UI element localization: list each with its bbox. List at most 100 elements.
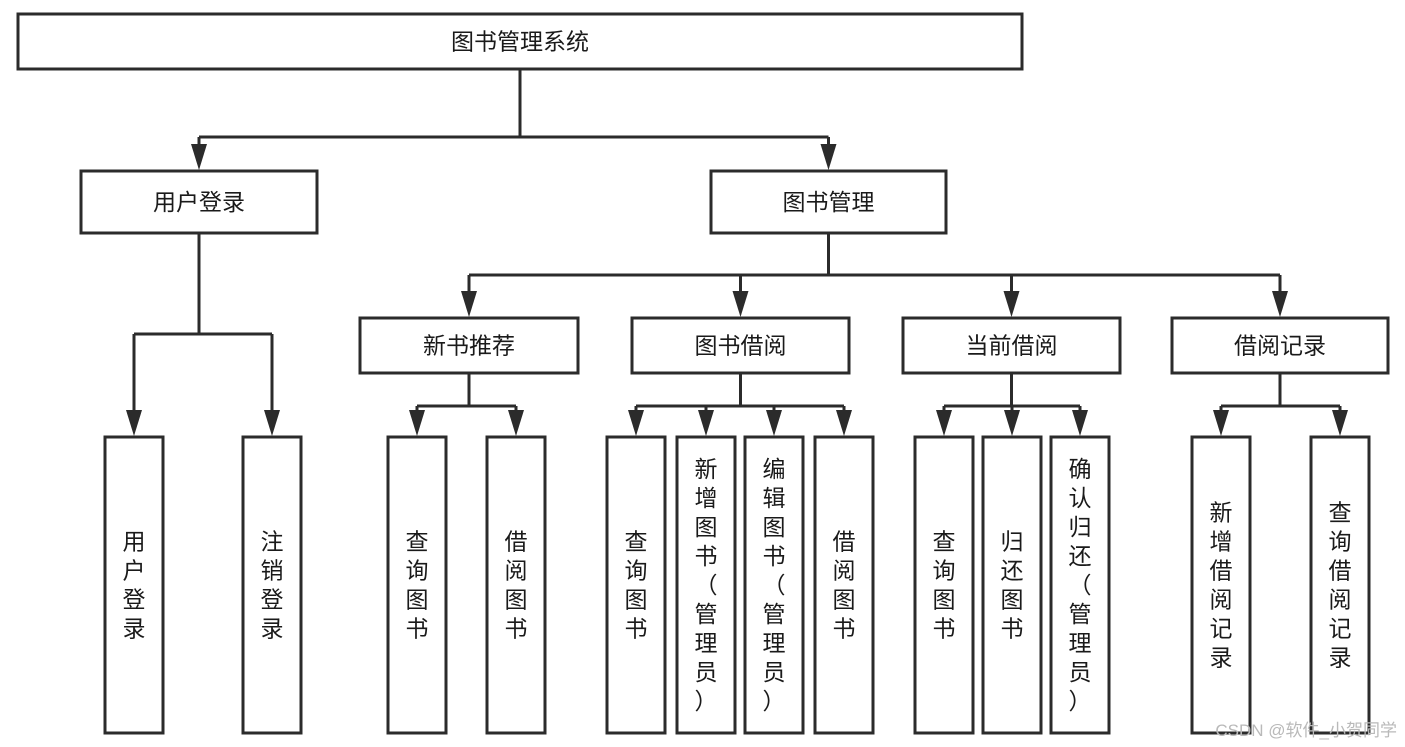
node-label-char: 新: [1210, 500, 1233, 526]
node-label-char: 确: [1069, 456, 1092, 482]
node-label-char: 查: [1329, 500, 1352, 526]
node-label-char: 书: [505, 616, 528, 642]
node-label-char: 书: [695, 543, 718, 569]
node-label-char: 还: [1001, 558, 1024, 584]
arrow-head-icon: [191, 144, 207, 170]
node-leaf-add-record[interactable]: 新增借阅记录新增借阅记录: [1190, 435, 1252, 735]
node-label-char: 录: [1329, 645, 1352, 671]
node-box[interactable]: [485, 435, 547, 735]
arrow-head-icon: [1272, 291, 1288, 317]
node-label-char: 书: [406, 616, 429, 642]
node-label-char: 图: [833, 587, 856, 613]
node-label-char: 图: [505, 587, 528, 613]
node-leaf-query-book-3[interactable]: 查询图书查询图书: [913, 435, 975, 735]
node-box[interactable]: [386, 435, 448, 735]
node-book-borrow[interactable]: 图书借阅: [630, 316, 851, 375]
node-box[interactable]: [241, 435, 303, 735]
node-leaf-borrow-book-2[interactable]: 借阅图书借阅图书: [813, 435, 875, 735]
node-box[interactable]: [709, 169, 948, 235]
node-box[interactable]: [79, 169, 319, 235]
node-box[interactable]: [743, 435, 805, 735]
node-new-book-rec[interactable]: 新书推荐: [358, 316, 580, 375]
node-box[interactable]: [1309, 435, 1371, 735]
connector-book-manage: [461, 233, 1288, 317]
node-label-char: 归: [1069, 514, 1092, 540]
node-label-char: 查: [406, 529, 429, 555]
node-label-char: 登: [261, 587, 284, 613]
node-box[interactable]: [1049, 435, 1111, 735]
node-label-char: 注: [261, 529, 284, 555]
node-box[interactable]: [901, 316, 1122, 375]
node-root[interactable]: 图书管理系统: [16, 12, 1024, 71]
node-label-char: 图: [763, 514, 786, 540]
node-leaf-logout[interactable]: 注销登录注销登录: [241, 435, 303, 735]
node-label: 新书推荐: [423, 333, 515, 359]
node-label-char: 辑: [763, 485, 786, 511]
node-label-char: ）: [1069, 688, 1092, 714]
connector-root: [191, 69, 837, 170]
connector-borrow-record: [1213, 373, 1348, 436]
arrow-head-icon: [1072, 410, 1088, 436]
node-box[interactable]: [103, 435, 165, 735]
arrow-head-icon: [1003, 291, 1020, 317]
node-label-char: 认: [1069, 485, 1092, 511]
node-book-manage[interactable]: 图书管理: [709, 169, 948, 235]
node-label-char: 记: [1329, 616, 1352, 642]
node-label-char: 图: [1001, 587, 1024, 613]
node-label-char: 询: [933, 558, 956, 584]
node-box[interactable]: [16, 12, 1024, 71]
node-current-borrow[interactable]: 当前借阅: [901, 316, 1122, 375]
node-box[interactable]: [675, 435, 737, 735]
node-label: 用户登录: [153, 189, 245, 215]
node-box[interactable]: [813, 435, 875, 735]
node-label-char: 询: [406, 558, 429, 584]
node-leaf-user-login[interactable]: 用户登录用户登录: [103, 435, 165, 735]
node-box[interactable]: [630, 316, 851, 375]
node-label-char: 管: [763, 601, 786, 627]
node-leaf-query-record[interactable]: 查询借阅记录查询借阅记录: [1309, 435, 1371, 735]
node-label: 图书借阅: [695, 333, 787, 359]
node-label-char: 用: [123, 529, 146, 555]
node-label-char: 书: [1001, 616, 1024, 642]
node-leaf-query-book-2[interactable]: 查询图书查询图书: [605, 435, 667, 735]
node-label-char: 图: [695, 514, 718, 540]
node-layer: 图书管理系统用户登录图书管理新书推荐图书借阅当前借阅借阅记录用户登录用户登录注销…: [16, 12, 1390, 735]
node-label-char: 记: [1210, 616, 1233, 642]
connector-current-borrow: [936, 373, 1088, 436]
node-box[interactable]: [981, 435, 1043, 735]
node-box[interactable]: [1190, 435, 1252, 735]
arrow-head-icon: [1213, 410, 1229, 436]
node-borrow-record[interactable]: 借阅记录: [1170, 316, 1390, 375]
node-box[interactable]: [358, 316, 580, 375]
node-leaf-return-book[interactable]: 归还图书归还图书: [981, 435, 1043, 735]
arrow-head-icon: [409, 410, 425, 436]
arrow-head-icon: [936, 410, 952, 436]
node-box[interactable]: [605, 435, 667, 735]
node-box[interactable]: [1170, 316, 1390, 375]
node-label-char: 员: [1069, 659, 1092, 685]
node-label-char: 管: [1069, 601, 1092, 627]
node-label-char: 录: [261, 616, 284, 642]
node-label-char: 书: [833, 616, 856, 642]
arrow-head-icon: [698, 410, 714, 436]
connector-new-book-rec: [409, 373, 524, 436]
connector-user-login: [126, 233, 280, 436]
node-label-char: 录: [1210, 645, 1233, 671]
node-user-login[interactable]: 用户登录: [79, 169, 319, 235]
node-label-char: ）: [763, 688, 786, 714]
node-label-char: 户: [123, 558, 146, 584]
node-label-char: 查: [933, 529, 956, 555]
node-leaf-query-book-1[interactable]: 查询图书查询图书: [386, 435, 448, 735]
node-box[interactable]: [913, 435, 975, 735]
csdn-watermark: CSDN @软件_小贺同学: [1215, 721, 1397, 740]
node-leaf-borrow-book-1[interactable]: 借阅图书借阅图书: [485, 435, 547, 735]
node-label-char: 员: [763, 659, 786, 685]
node-label-char: 理: [763, 630, 786, 656]
node-label-char: 询: [1329, 529, 1352, 555]
arrow-head-icon: [732, 291, 749, 317]
node-label: 图书管理: [783, 189, 875, 215]
